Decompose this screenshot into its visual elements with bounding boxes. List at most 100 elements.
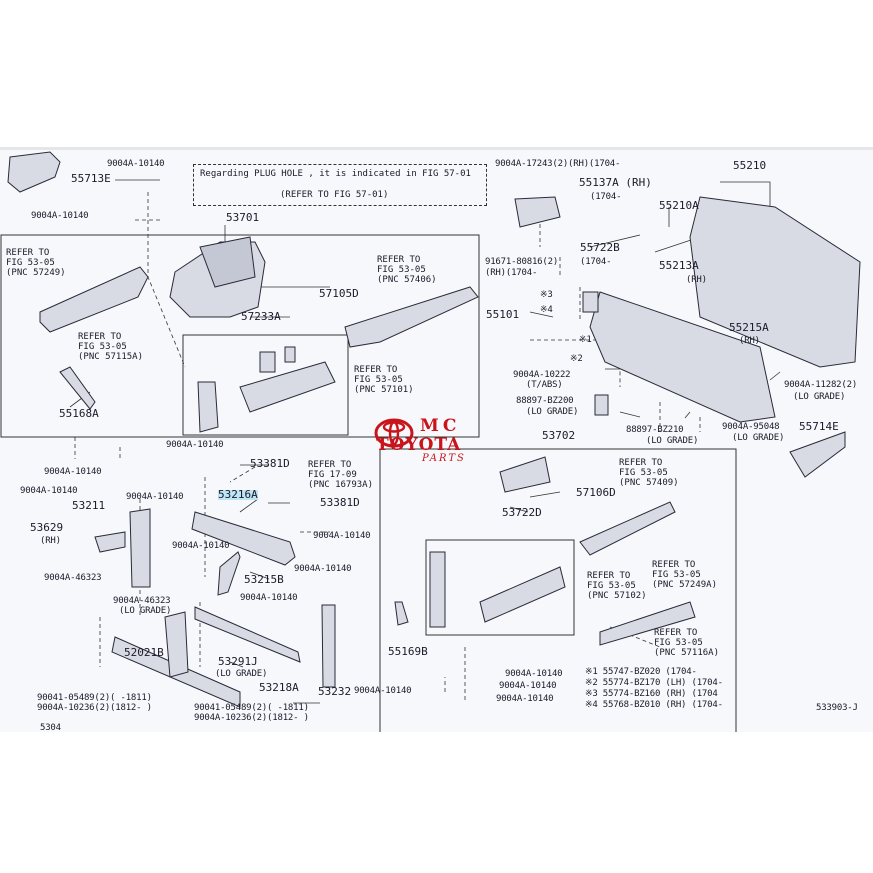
- part-9004a-10140-l[interactable]: 9004A-10140: [505, 669, 563, 679]
- part-9004a-10140-e[interactable]: 9004A-10140: [20, 486, 78, 496]
- left-assembly-box: [0, 234, 480, 438]
- part-55169b[interactable]: 55169B: [388, 645, 428, 658]
- part-55213a[interactable]: 55213A: [659, 259, 699, 272]
- part-57233a[interactable]: 57233A: [241, 310, 281, 323]
- refer-57116a[interactable]: REFER TO FIG 53-05 (PNC 57116A): [654, 628, 720, 658]
- part-90041-05489-b[interactable]: 90041-05489(2)( -1811): [194, 703, 309, 713]
- part-53702[interactable]: 53702: [542, 429, 576, 442]
- part-53218a[interactable]: 53218A: [259, 681, 299, 694]
- part-53215b[interactable]: 53215B: [244, 573, 284, 586]
- part-bz200-lo-grade: (LO GRADE): [526, 407, 579, 417]
- part-91671-80816[interactable]: 91671-80816(2): [485, 257, 559, 267]
- part-9004a-10140-g[interactable]: 9004A-10140: [172, 541, 230, 551]
- part-53291j-lo-grade: (LO GRADE): [215, 669, 268, 679]
- part-55168a[interactable]: 55168A: [59, 407, 99, 420]
- part-9004a-10140-h[interactable]: 9004A-10140: [313, 531, 371, 541]
- part-55210[interactable]: 55210: [733, 159, 767, 172]
- ref-x1[interactable]: ※1: [579, 335, 592, 345]
- part-53216a[interactable]: 53216A: [218, 488, 258, 501]
- part-88897-bz210[interactable]: 88897-BZ210: [626, 425, 684, 435]
- part-9004a-10236-a[interactable]: 9004A-10236(2)(1812- ): [37, 703, 152, 713]
- refer-57409[interactable]: REFER TO FIG 53-05 (PNC 57409): [619, 458, 679, 488]
- parts-catalog-screen: Regarding PLUG HOLE , it is indicated in…: [0, 147, 873, 732]
- part-55137a[interactable]: 55137A (RH): [579, 176, 652, 189]
- ref-x2[interactable]: ※2: [570, 354, 583, 364]
- toyota-emblem: [374, 418, 414, 448]
- part-55137a-date: (1704-: [590, 192, 622, 202]
- part-55714e[interactable]: 55714E: [799, 420, 839, 433]
- refer-57102[interactable]: REFER TO FIG 53-05 (PNC 57102): [587, 571, 647, 601]
- part-91671-date: (RH)(1704-: [485, 268, 538, 278]
- part-55215a-rh: (RH): [739, 336, 760, 346]
- part-9004a-10236-b[interactable]: 9004A-10236(2)(1812- ): [194, 713, 309, 723]
- part-9004a-17243[interactable]: 9004A-17243(2)(RH)(1704-: [495, 159, 621, 169]
- part-9004a-10140-n[interactable]: 9004A-10140: [496, 694, 554, 704]
- part-9004a-10140-c[interactable]: 9004A-10140: [166, 440, 224, 450]
- part-9004a-10140-f[interactable]: 9004A-10140: [126, 492, 184, 502]
- ref-x3[interactable]: ※3: [540, 290, 553, 300]
- refer-16793a[interactable]: REFER TO FIG 17-09 (PNC 16793A): [308, 460, 374, 490]
- part-55213a-rh: (RH): [686, 275, 707, 285]
- refer-57249[interactable]: REFER TO FIG 53-05 (PNC 57249): [6, 248, 66, 278]
- part-9004a-10140-i[interactable]: 9004A-10140: [294, 564, 352, 574]
- part-9004a-10140-b[interactable]: 9004A-10140: [31, 211, 89, 221]
- part-55101[interactable]: 55101: [486, 308, 520, 321]
- note-x4: ※4 55768-BZ010 (RH) (1704-: [585, 700, 723, 710]
- part-5304[interactable]: 5304: [40, 723, 61, 732]
- refer-57406[interactable]: REFER TO FIG 53-05 (PNC 57406): [377, 255, 437, 285]
- part-55722b-date: (1704-: [580, 257, 612, 267]
- mc-toyota-parts-logo: MC TOYOTA PARTS: [374, 416, 486, 466]
- part-11282-lo-grade: (LO GRADE): [793, 392, 846, 402]
- part-53232[interactable]: 53232: [318, 685, 352, 698]
- part-9004a-10140-k[interactable]: 9004A-10140: [354, 686, 412, 696]
- refer-57115a[interactable]: REFER TO FIG 53-05 (PNC 57115A): [78, 332, 144, 362]
- refer-57249a[interactable]: REFER TO FIG 53-05 (PNC 57249A): [652, 560, 718, 590]
- logo-mc: MC: [420, 416, 461, 436]
- note-x3: ※3 55774-BZ160 (RH) (1704: [585, 689, 718, 699]
- part-55210a[interactable]: 55210A: [659, 199, 699, 212]
- part-46323-lo-grade: (LO GRADE): [119, 606, 172, 616]
- part-55215a[interactable]: 55215A: [729, 321, 769, 334]
- part-9004a-46323-b[interactable]: 9004A-46323: [113, 596, 171, 606]
- refer-57101[interactable]: REFER TO FIG 53-05 (PNC 57101): [354, 365, 414, 395]
- logo-toyota: TOYOTA: [376, 435, 462, 455]
- ref-x4[interactable]: ※4: [540, 305, 553, 315]
- part-9004a-10140-a[interactable]: 9004A-10140: [107, 159, 165, 169]
- part-bz210-lo-grade: (LO GRADE): [646, 436, 699, 446]
- part-9004a-10140-d[interactable]: 9004A-10140: [44, 467, 102, 477]
- part-9004a-11282[interactable]: 9004A-11282(2): [784, 380, 858, 390]
- note-x2: ※2 55774-BZ170 (LH) (1704-: [585, 678, 723, 688]
- part-55722b[interactable]: 55722B: [580, 241, 620, 254]
- right-assembly-box: [379, 448, 737, 732]
- right-inner-box: [425, 539, 575, 636]
- part-9004a-10222[interactable]: 9004A-10222: [513, 370, 571, 380]
- part-90041-05489-a[interactable]: 90041-05489(2)( -1811): [37, 693, 152, 703]
- part-9004a-10140-j[interactable]: 9004A-10140: [240, 593, 298, 603]
- figure-code: 533903-J: [816, 703, 858, 713]
- part-53381d-a[interactable]: 53381D: [250, 457, 290, 470]
- part-95048-lo-grade: (LO GRADE): [732, 433, 785, 443]
- part-53701[interactable]: 53701: [226, 211, 260, 224]
- logo-parts: PARTS: [422, 453, 466, 464]
- exploded-diagram: [0, 151, 861, 732]
- part-9004a-46323[interactable]: 9004A-46323: [44, 573, 102, 583]
- part-53629[interactable]: 53629: [30, 521, 64, 534]
- inner-assembly-box: [182, 334, 349, 436]
- part-52021b[interactable]: 52021B: [124, 646, 164, 659]
- part-88897-bz200[interactable]: 88897-BZ200: [516, 396, 574, 406]
- plug-hole-notice: Regarding PLUG HOLE , it is indicated in…: [193, 164, 487, 206]
- part-9004a-10140-m[interactable]: 9004A-10140: [499, 681, 557, 691]
- part-53211[interactable]: 53211: [72, 499, 106, 512]
- part-53629-rh: (RH): [40, 536, 61, 546]
- screen-top-edge: [0, 147, 873, 150]
- part-57105d[interactable]: 57105D: [319, 287, 359, 300]
- part-53381d-b[interactable]: 53381D: [320, 496, 360, 509]
- part-55713e[interactable]: 55713E: [71, 172, 111, 185]
- part-10222-tabs: (T/ABS): [526, 380, 563, 390]
- part-53722d[interactable]: 53722D: [502, 506, 542, 519]
- notice-line-2: (REFER TO FIG 57-01): [280, 190, 389, 200]
- notice-line-1: Regarding PLUG HOLE , it is indicated in…: [200, 169, 471, 179]
- part-57106d[interactable]: 57106D: [576, 486, 616, 499]
- part-53291j[interactable]: 53291J: [218, 655, 258, 668]
- part-9004a-95048[interactable]: 9004A-95048: [722, 422, 780, 432]
